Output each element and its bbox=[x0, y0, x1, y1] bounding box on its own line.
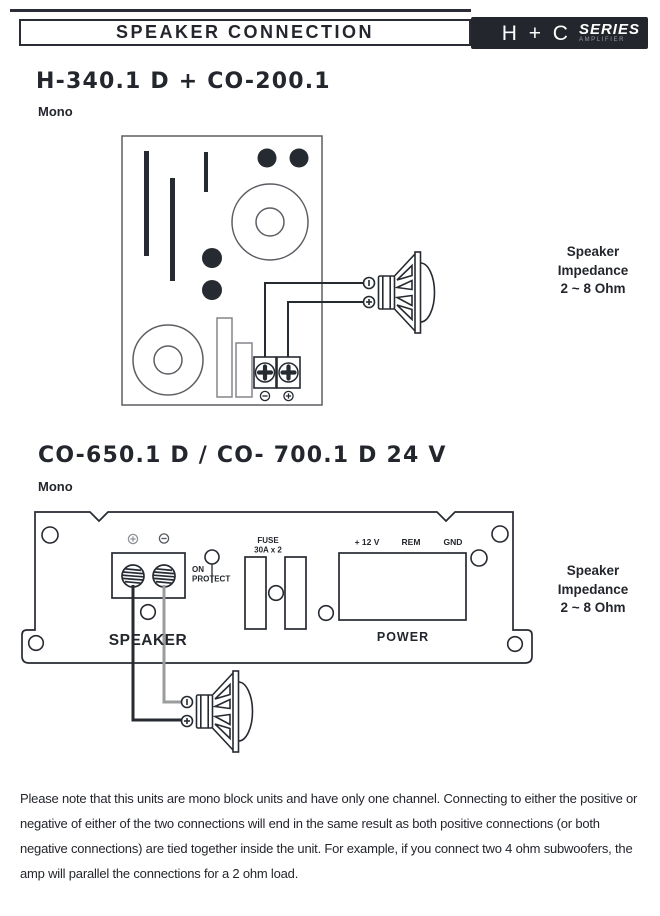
brand-logo-tagline: AMPLIFIER bbox=[578, 37, 626, 43]
power-terminal-block bbox=[338, 552, 467, 621]
footer-note: Please note that this units are mono blo… bbox=[20, 791, 638, 881]
impedance-line: Speaker bbox=[566, 244, 620, 259]
board-components bbox=[144, 148, 309, 300]
crossover-board bbox=[121, 135, 323, 406]
on-label: ON bbox=[192, 565, 204, 574]
page-title: SPEAKER CONNECTION bbox=[115, 22, 375, 42]
amplifier-panel-diagram: FUSE 30A x 2 + 12 V REM GND ON PROTECT S… bbox=[21, 511, 533, 753]
protect-led-icon bbox=[204, 549, 220, 583]
board-output-terminals bbox=[253, 356, 301, 389]
power-rem-label: REM bbox=[402, 537, 421, 547]
fuse-rating-label: 30A x 2 bbox=[254, 546, 282, 555]
fuse-holders bbox=[244, 556, 307, 630]
power-12v-label: + 12 V bbox=[355, 537, 380, 547]
impedance-line: 2 ~ 8 Ohm bbox=[560, 600, 626, 615]
impedance-note-1: Speaker Impedance 2 ~ 8 Ohm bbox=[539, 243, 647, 299]
screw-terminal-icon bbox=[256, 363, 275, 382]
speaker-post-icon bbox=[121, 564, 145, 588]
brand-logo: H + C SERIES AMPLIFIER bbox=[471, 17, 648, 49]
section-1-mode-label: Mono bbox=[38, 104, 73, 119]
speaker-post-icon bbox=[152, 564, 176, 588]
section-2-heading: CO-650.1 D / CO- 700.1 D 24 V bbox=[38, 443, 447, 468]
speaker-wire-negative bbox=[162, 585, 182, 704]
crossover-wiring-diagram bbox=[121, 135, 436, 406]
impedance-line: Speaker bbox=[566, 563, 620, 578]
speaker-wire-positive bbox=[131, 585, 182, 722]
power-section-label: POWER bbox=[377, 630, 429, 644]
impedance-note-2: Speaker Impedance 2 ~ 8 Ohm bbox=[539, 562, 647, 618]
panel-holes bbox=[27, 525, 524, 653]
impedance-line: Impedance bbox=[557, 262, 629, 278]
subwoofer-speaker-icon bbox=[362, 251, 436, 334]
brand-logo-name: H + C bbox=[501, 21, 571, 45]
brand-logo-series: SERIES bbox=[578, 21, 640, 38]
header-rule bbox=[10, 9, 471, 12]
screw-terminal-icon bbox=[279, 363, 298, 382]
speaker-section-label: SPEAKER bbox=[109, 632, 187, 649]
protect-label: PROTECT bbox=[192, 575, 230, 584]
section-2-mode-label: Mono bbox=[38, 479, 73, 494]
fuse-label: FUSE bbox=[257, 536, 279, 545]
subwoofer-speaker-icon bbox=[180, 670, 254, 753]
brand-logo-series-block: SERIES AMPLIFIER bbox=[578, 21, 640, 43]
power-gnd-label: GND bbox=[444, 537, 463, 547]
impedance-line: 2 ~ 8 Ohm bbox=[560, 281, 626, 296]
section-1-heading: H-340.1 D + CO-200.1 bbox=[36, 69, 331, 94]
page-title-box: SPEAKER CONNECTION bbox=[19, 19, 471, 46]
speaker-wires bbox=[264, 282, 364, 360]
impedance-line: Impedance bbox=[557, 581, 629, 597]
